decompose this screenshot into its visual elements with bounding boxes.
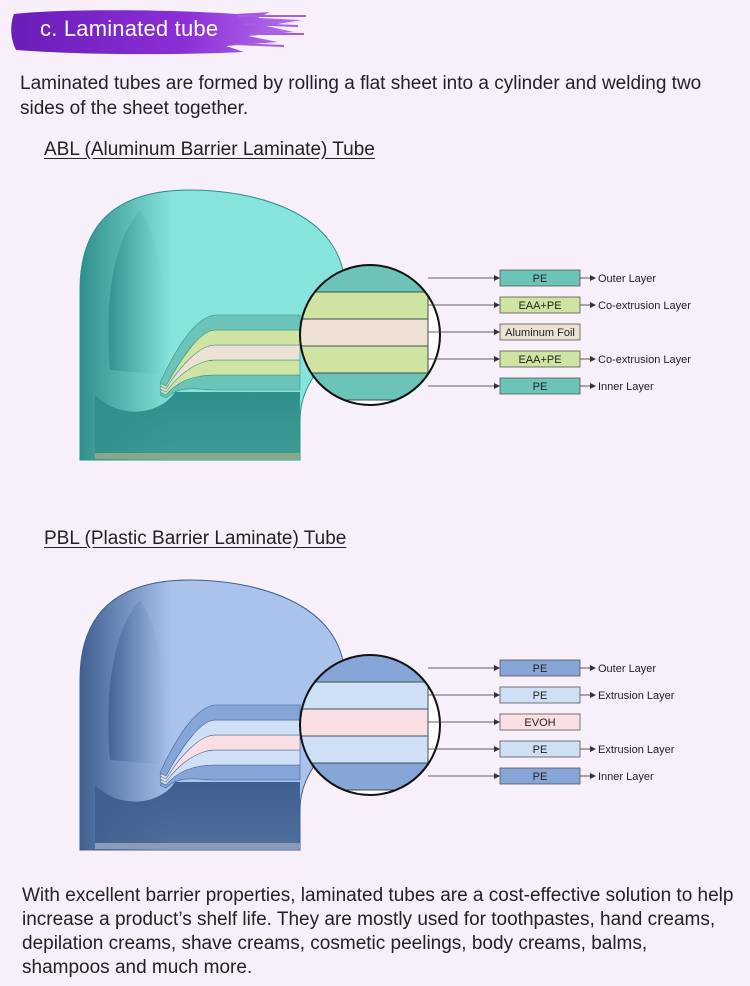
magnified-layer [300, 345, 429, 374]
desc-connector-arrow [590, 356, 596, 362]
layer-description: Outer Layer [598, 663, 656, 675]
desc-connector-arrow [590, 665, 596, 671]
layer-tag-label: PE [533, 273, 548, 285]
layer-description: Co-extrusion Layer [598, 354, 691, 366]
layer-tag-label: PE [533, 744, 548, 756]
connector-arrow [494, 773, 500, 779]
section-title: c. Laminated tube [40, 16, 219, 41]
layer-tag-box [499, 713, 581, 731]
tube-bottom-sheet [95, 782, 300, 845]
tube-inner-wall [108, 600, 170, 765]
layer-description: Extrusion Layer [598, 744, 675, 756]
layer-tag-label: PE [533, 690, 548, 702]
layer-description: Inner Layer [598, 771, 654, 783]
desc-connector-arrow [590, 692, 596, 698]
tube-bottom-edge [95, 843, 300, 849]
desc-connector-arrow [590, 383, 596, 389]
magnified-layer [300, 318, 429, 347]
magnified-layer [300, 372, 429, 401]
connector-arrow [494, 383, 500, 389]
layer-tag-box [499, 323, 581, 341]
layer-tag-label: Aluminum Foil [505, 327, 575, 339]
connector-arrow [494, 746, 500, 752]
connector-arrow [494, 665, 500, 671]
outro-paragraph: With excellent barrier properties, lamin… [22, 885, 734, 978]
magnified-layer [300, 291, 429, 320]
connector-arrow [494, 275, 500, 281]
desc-connector-arrow [590, 275, 596, 281]
magnified-layers [300, 265, 429, 401]
magnified-layer [300, 681, 429, 710]
desc-connector-arrow [590, 302, 596, 308]
layer-tag-label: PE [533, 663, 548, 675]
magnified-layer [300, 735, 429, 764]
layer-tag-label: PE [533, 771, 548, 783]
connector-arrow [494, 302, 500, 308]
laminate-layer-curve [159, 704, 301, 777]
layer-tag-label: EAA+PE [518, 354, 561, 366]
layer-description: Outer Layer [598, 273, 656, 285]
magnifier-ring [299, 654, 441, 796]
intro-paragraph: Laminated tubes are formed by rolling a … [20, 73, 702, 119]
magnified-layer [300, 708, 429, 737]
layer-tag-label: EAA+PE [518, 300, 561, 312]
desc-connector-arrow [590, 773, 596, 779]
tube-inner-wall [108, 210, 170, 375]
connector-arrow [494, 329, 500, 335]
layer-description: Co-extrusion Layer [598, 300, 691, 312]
brush-stroke-banner [11, 10, 306, 55]
connector-arrow [494, 719, 500, 725]
pbl-tube-title: PBL (Plastic Barrier Laminate) Tube [44, 528, 347, 549]
layer-tag-label: PE [533, 381, 548, 393]
magnifier-ring [299, 264, 441, 406]
desc-connector-arrow [590, 746, 596, 752]
layer-description: Inner Layer [598, 381, 654, 393]
tube-bottom-sheet [95, 392, 300, 455]
laminate-layer-curve [159, 314, 301, 387]
tube-bottom-edge [95, 453, 300, 459]
abl-tube-title: ABL (Aluminum Barrier Laminate) Tube [44, 139, 375, 160]
layer-tag-label: EVOH [524, 717, 555, 729]
magnified-layer [300, 762, 429, 791]
layer-description: Extrusion Layer [598, 690, 675, 702]
connector-arrow [494, 356, 500, 362]
connector-arrow [494, 692, 500, 698]
